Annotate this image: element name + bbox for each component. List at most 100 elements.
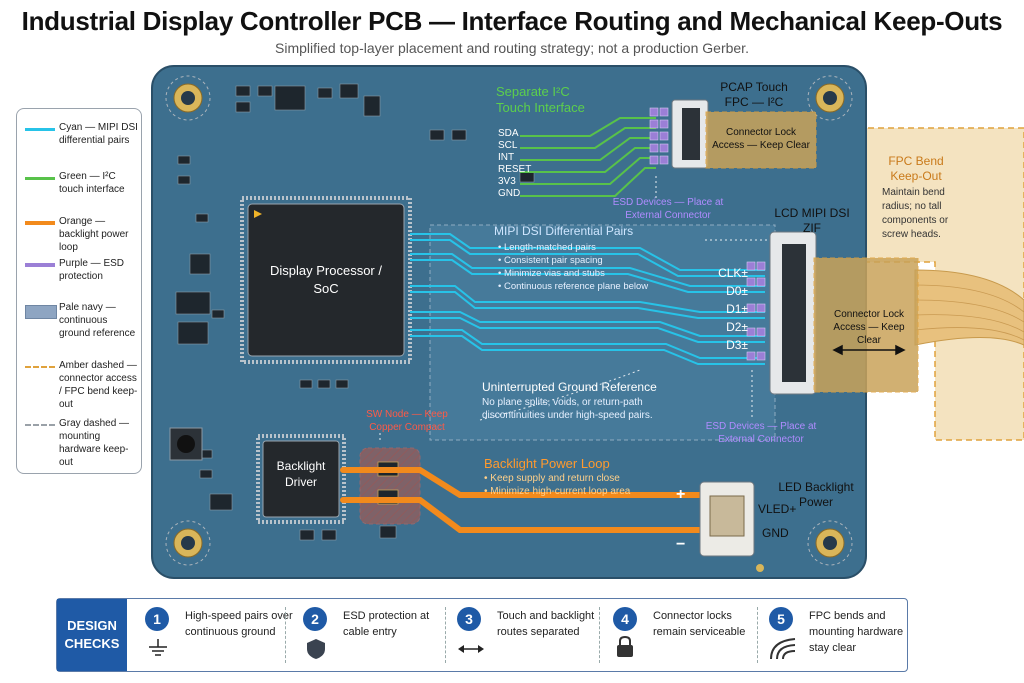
mounting-hole-tr — [807, 75, 853, 121]
gnd-label: GND — [762, 526, 789, 540]
i2c-signal-sda: SDA — [498, 128, 519, 139]
pcb-diagram: Display Processor / SoC — [151, 65, 1024, 579]
check-divider — [285, 607, 286, 663]
check-number: 5 — [769, 607, 793, 631]
dsi-bullet-text: Consistent pair spacing — [503, 255, 603, 266]
legend-label: Gray dashed — mounting hardware keep-out — [59, 418, 130, 468]
design-checks-header-text: DESIGN CHECKS — [64, 618, 120, 651]
dsi-lane-d1: D1± — [726, 302, 748, 316]
legend-swatch-mounting — [25, 424, 55, 426]
shield-icon — [307, 639, 325, 659]
design-checks-panel: DESIGN CHECKS 1 High-speed pairs over co… — [56, 598, 908, 672]
pcap-connector — [671, 99, 709, 169]
dsi-lane-d3: D3± — [726, 338, 748, 352]
dsi-bullet: • Continuous reference plane below — [498, 281, 649, 292]
i2c-signal-scl: SCL — [498, 140, 518, 151]
check-text: ESD protection at cable entry — [343, 610, 430, 638]
minus-label: − — [676, 536, 686, 553]
lcd-lock-label: Connector Lock Access — Keep Clear — [833, 309, 905, 346]
check-divider — [599, 607, 600, 663]
dsi-bullet: • Consistent pair spacing — [498, 255, 603, 266]
dsi-lane-d0: D0± — [726, 284, 748, 298]
backlight-bullet-text: Keep supply and return close — [490, 473, 620, 484]
ground-text: No plane splits, voids, or return-path d… — [482, 397, 653, 421]
mipi-dsi-traces — [410, 233, 765, 365]
check-number: 2 — [303, 607, 327, 631]
check-number: 3 — [457, 607, 481, 631]
double-arrow-icon — [458, 645, 484, 653]
tactile-button — [169, 427, 203, 461]
sw-node-label: SW Node — Keep Copper Compact — [366, 409, 448, 433]
legend-swatch-keepout — [25, 366, 55, 368]
led-title: LED Backlight Power — [778, 480, 854, 509]
backlight-bullet: • Minimize high-current loop area — [484, 486, 631, 497]
legend-label: Pale navy — continuous ground reference — [59, 302, 136, 339]
check-item-2: 2 ESD protection at cable entry — [303, 599, 453, 671]
lcd-lock-keepout — [813, 257, 919, 393]
mounting-hole-br — [807, 520, 853, 566]
i2c-signal-gnd: GND — [498, 188, 521, 199]
design-checks-header: DESIGN CHECKS — [57, 599, 127, 671]
page-subtitle: Simplified top-layer placement and routi… — [275, 40, 749, 56]
sw-node-hatch — [360, 448, 420, 524]
legend-label: Purple — ESD protection — [59, 258, 125, 282]
plus-label: + — [676, 486, 686, 503]
pcap-title: PCAP Touch FPC — I²C — [720, 80, 788, 109]
legend-swatch-i2c — [25, 177, 55, 180]
dsi-title: MIPI DSI Differential Pairs — [494, 224, 634, 238]
ground-icon — [149, 639, 167, 656]
legend-label: Orange — backlight power loop — [59, 216, 129, 253]
backlight-title: Backlight Power Loop — [484, 456, 610, 471]
legend-swatch-dsi — [25, 128, 55, 131]
check-number: 4 — [613, 607, 637, 631]
passive-components — [175, 83, 535, 541]
check-text: High-speed pairs over continuous ground — [185, 610, 293, 638]
dsi-bullet: • Length-matched pairs — [498, 242, 596, 253]
legend-swatch-ground — [25, 305, 57, 319]
esd-bottom-label: ESD Devices — Place at External Connecto… — [705, 421, 817, 445]
led-connector — [699, 481, 764, 572]
legend-label: Green — I²C touch interface — [59, 171, 125, 195]
mounting-hole-tl — [165, 75, 211, 121]
pcap-lock-keepout — [705, 111, 817, 169]
bend-icon — [770, 638, 796, 660]
i2c-signal-list: SDA SCL INT RESET 3V3 GND — [498, 128, 538, 200]
dsi-bullet-text: Minimize vias and stubs — [503, 268, 605, 279]
check-text: Touch and backlight routes separated — [497, 610, 595, 638]
esd-array-top — [649, 107, 669, 165]
check-divider — [445, 607, 446, 663]
i2c-signal-int: INT — [498, 152, 515, 163]
dsi-lane-clk: CLK± — [718, 266, 748, 280]
i2c-title: Separate I²C Touch Interface — [496, 84, 585, 115]
lcd-title: LCD MIPI DSI ZIF — [774, 206, 850, 235]
fpc-tape-lines — [914, 284, 1024, 341]
mounting-hole-bl — [165, 520, 211, 566]
legend-label: Cyan — MIPI DSI differential pairs — [59, 122, 138, 146]
i2c-signal-3v3: 3V3 — [498, 176, 516, 187]
leader-lines — [379, 176, 768, 440]
backlight-bullets: • Keep supply and return close • Minimiz… — [484, 472, 664, 498]
backlight-bullet: • Keep supply and return close — [484, 473, 620, 484]
check-divider — [757, 607, 758, 663]
soc-chip — [240, 196, 412, 364]
backlight-driver-chip — [256, 434, 346, 524]
check-item-3: 3 Touch and backlight routes separated — [457, 599, 607, 671]
legend-swatch-power — [25, 221, 55, 225]
esd-array-right — [746, 261, 766, 361]
driver-label: Backlight Driver — [276, 459, 326, 489]
backlight-power-traces — [340, 467, 723, 533]
check-item-4: 4 Connector locks remain serviceable — [613, 599, 763, 671]
dsi-bullet-text: Continuous reference plane below — [503, 281, 649, 292]
fpc-text: Maintain bend radius; no tall components… — [882, 187, 949, 240]
pcap-lock-label: Connector Lock Access — Keep Clear — [712, 127, 810, 151]
dsi-bullets: • Length-matched pairs • Consistent pair… — [498, 241, 668, 293]
dsi-bullet: • Minimize vias and stubs — [498, 268, 605, 279]
i2c-signal-reset: RESET — [498, 164, 532, 175]
lcd-zif-connector — [769, 231, 817, 395]
check-text: FPC bends and mounting hardware stay cle… — [809, 610, 904, 654]
legend-swatch-esd — [25, 263, 55, 267]
check-item-1: 1 High-speed pairs over continuous groun… — [145, 599, 295, 671]
esd-top-label: ESD Devices — Place at External Connecto… — [612, 197, 724, 221]
check-text: Connector locks remain serviceable — [653, 610, 746, 638]
ground-reference-zone — [429, 224, 776, 441]
